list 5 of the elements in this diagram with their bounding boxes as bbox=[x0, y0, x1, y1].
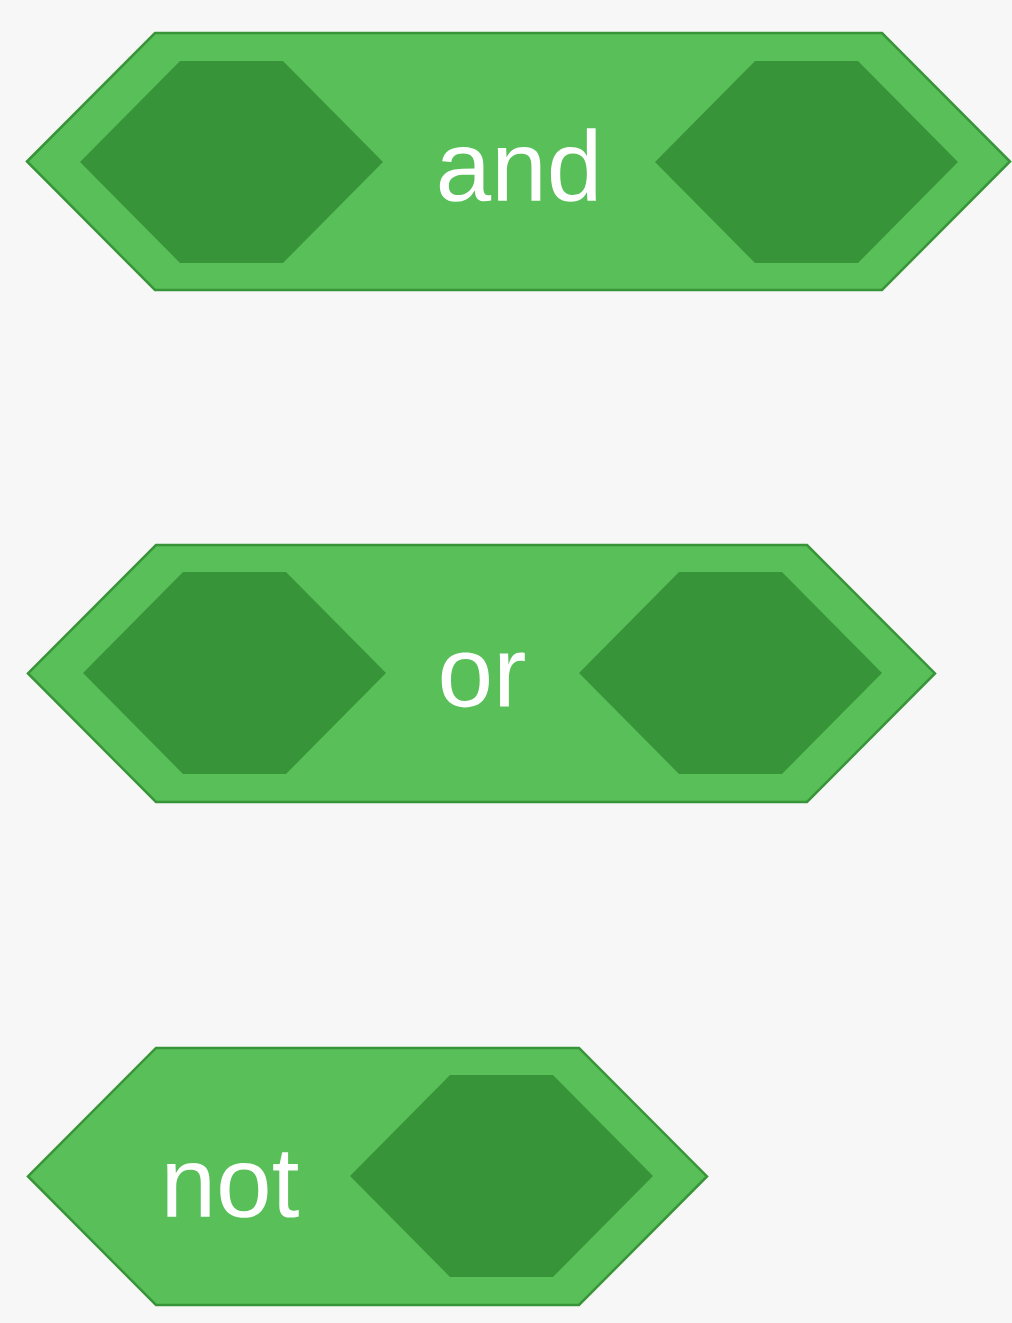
input-slot bbox=[350, 1075, 653, 1277]
input-slot bbox=[655, 61, 958, 263]
input-slot bbox=[80, 61, 383, 263]
input-slot bbox=[579, 572, 882, 774]
input-slot bbox=[83, 572, 386, 774]
